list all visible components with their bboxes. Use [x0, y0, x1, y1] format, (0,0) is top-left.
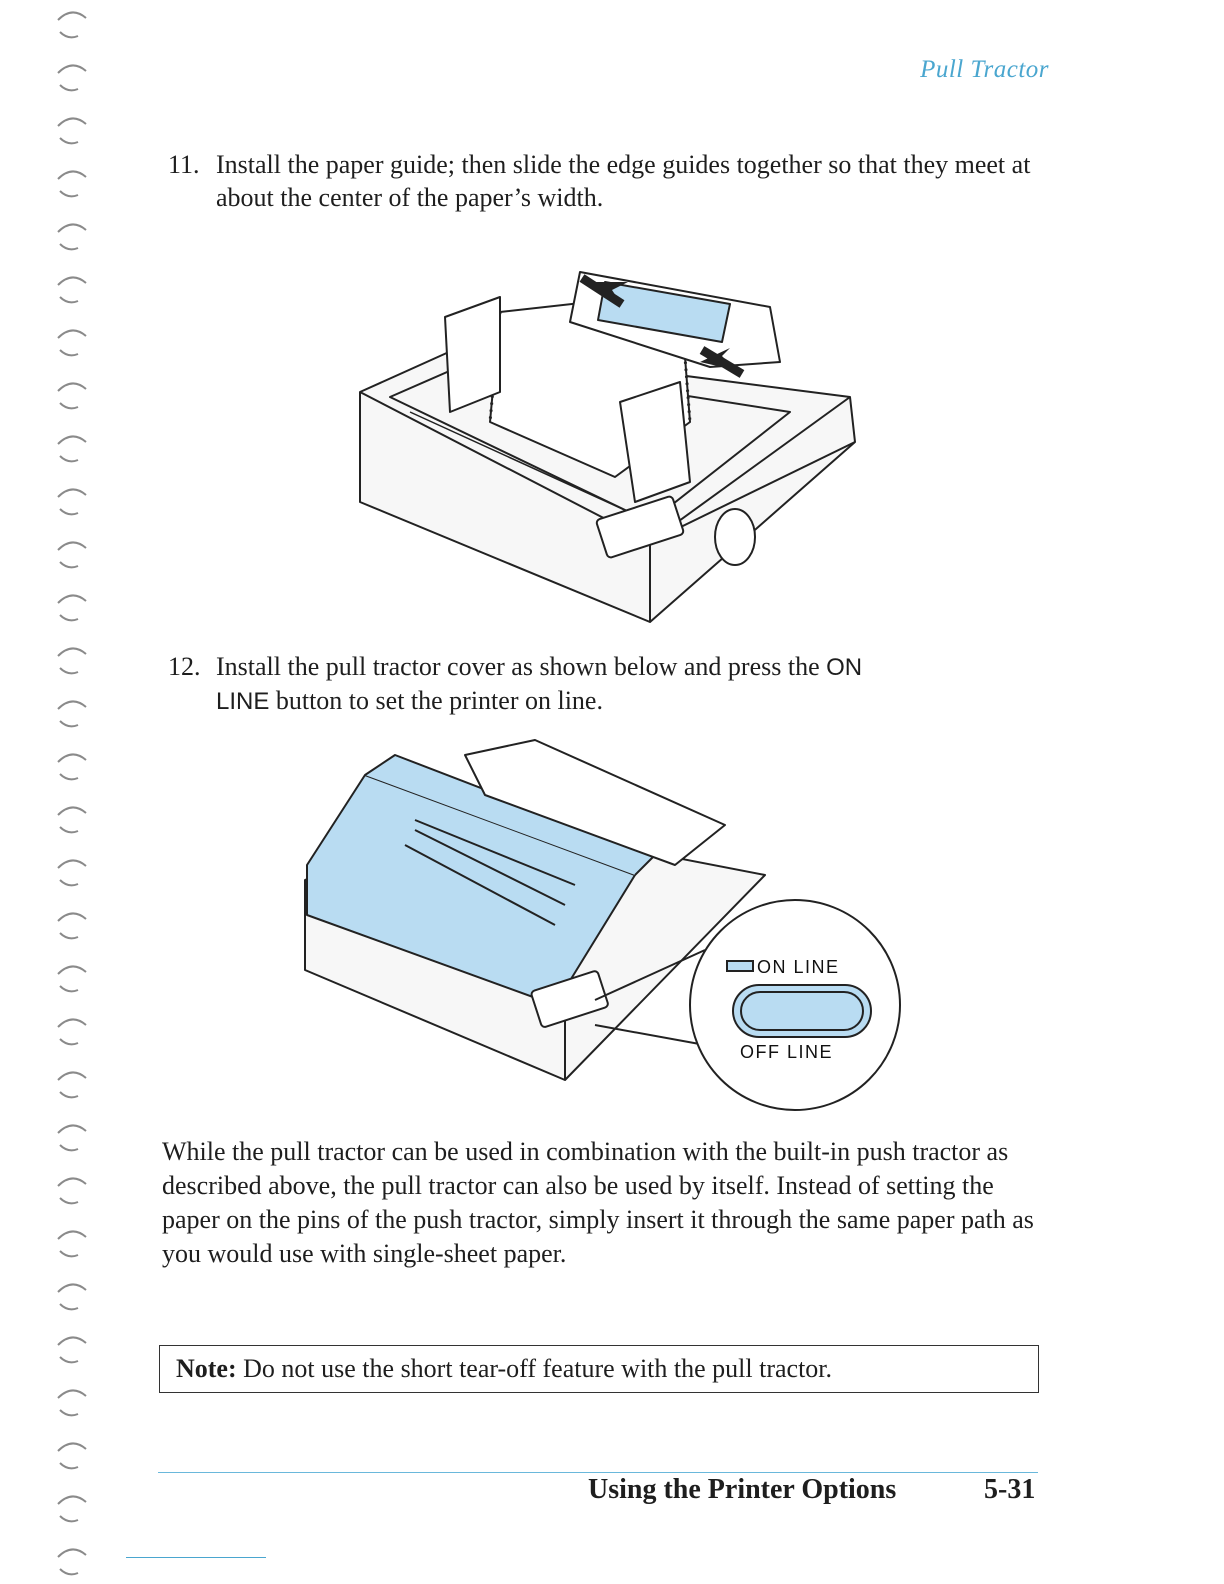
binding-ring: [57, 1071, 87, 1081]
footer-chapter-title: Using the Printer Options: [588, 1474, 897, 1505]
binding-ring-shadow: [59, 190, 79, 198]
binding-ring-shadow: [59, 243, 79, 251]
binding-ring-shadow: [59, 1409, 79, 1417]
binding-ring: [57, 1283, 87, 1293]
binding-ring-shadow: [59, 1568, 79, 1576]
binding-ring: [57, 1124, 87, 1134]
printer-paper-guide-illustration: [359, 271, 856, 623]
page-number: 5-31: [984, 1474, 1036, 1505]
binding-ring-shadow: [59, 455, 79, 463]
off-line-label: OFF LINE: [740, 1042, 833, 1062]
binding-ring-shadow: [59, 508, 79, 516]
body-paragraph: While the pull tractor can be used in co…: [162, 1137, 1034, 1268]
binding-ring-shadow: [59, 985, 79, 993]
binding-ring: [57, 11, 87, 21]
note-box: Note: Do not use the short tear-off feat…: [159, 1345, 1039, 1393]
note-label: Note:: [176, 1354, 237, 1383]
step-number: 11.: [168, 150, 200, 179]
binding-ring-shadow: [59, 1144, 79, 1152]
binding-ring-shadow: [59, 1356, 79, 1364]
step-11: 11. Install the paper guide; then slide …: [168, 148, 1038, 214]
binding-ring: [57, 859, 87, 869]
binding-ring-shadow: [59, 137, 79, 145]
binding-ring: [57, 1495, 87, 1505]
binding-ring-shadow: [59, 31, 79, 39]
note-text: Do not use the short tear-off feature wi…: [236, 1354, 833, 1383]
binding-ring: [57, 1442, 87, 1452]
binding-ring: [57, 1018, 87, 1028]
binding-ring: [57, 64, 87, 74]
binding-ring: [57, 223, 87, 233]
binding-ring-shadow: [59, 667, 79, 675]
binding-ring-shadow: [59, 1303, 79, 1311]
binding-ring-shadow: [59, 773, 79, 781]
footer-rule: [158, 1472, 1038, 1473]
binding-ring: [57, 382, 87, 392]
step-number: 12.: [168, 652, 201, 681]
binding-ring-shadow: [59, 614, 79, 622]
running-header: Pull Tractor: [920, 56, 1049, 83]
binding-ring: [57, 1389, 87, 1399]
on-button-name: ON: [826, 654, 863, 681]
binding-ring-shadow: [59, 84, 79, 92]
binding-ring: [57, 117, 87, 127]
binding-ring: [57, 329, 87, 339]
binding-ring: [57, 1548, 87, 1558]
step-text: Install the paper guide; then slide the …: [216, 150, 1031, 212]
binding-ring-shadow: [59, 826, 79, 834]
binding-ring: [57, 541, 87, 551]
printer-pull-tractor-cover-illustration: ON LINE OFF LINE: [304, 739, 901, 1111]
step-text-part: Install the pull tractor cover as shown …: [216, 652, 827, 681]
step-text-part: button to set the printer on line.: [269, 686, 603, 715]
binding-ring: [57, 170, 87, 180]
binding-ring-shadow: [59, 349, 79, 357]
binding-ring-shadow: [59, 402, 79, 410]
binding-ring-shadow: [59, 1197, 79, 1205]
binding-ring-shadow: [59, 561, 79, 569]
binding-ring-shadow: [59, 879, 79, 887]
binding-ring: [57, 753, 87, 763]
binding-ring: [57, 806, 87, 816]
binding-ring: [57, 1177, 87, 1187]
binding-ring-shadow: [59, 932, 79, 940]
spiral-binding: [57, 11, 87, 1576]
step-12: 12. Install the pull tractor cover as sh…: [168, 650, 1038, 718]
on-line-label: ON LINE: [757, 957, 840, 977]
binding-ring-shadow: [59, 1250, 79, 1258]
binding-ring-shadow: [59, 1462, 79, 1470]
binding-ring: [57, 1336, 87, 1346]
binding-ring: [57, 700, 87, 710]
binding-ring: [57, 594, 87, 604]
binding-ring-shadow: [59, 1091, 79, 1099]
binding-ring: [57, 1230, 87, 1240]
binding-ring-shadow: [59, 1515, 79, 1523]
binding-ring: [57, 488, 87, 498]
binding-ring-shadow: [59, 720, 79, 728]
binding-ring: [57, 435, 87, 445]
scan-edge-mark: [126, 1557, 266, 1558]
step-text: Install the pull tractor cover as shown …: [216, 650, 1038, 718]
binding-ring: [57, 276, 87, 286]
binding-ring: [57, 965, 87, 975]
binding-ring: [57, 912, 87, 922]
binding-ring-shadow: [59, 296, 79, 304]
binding-ring: [57, 647, 87, 657]
binding-ring-shadow: [59, 1038, 79, 1046]
line-button-name: LINE: [216, 688, 270, 715]
